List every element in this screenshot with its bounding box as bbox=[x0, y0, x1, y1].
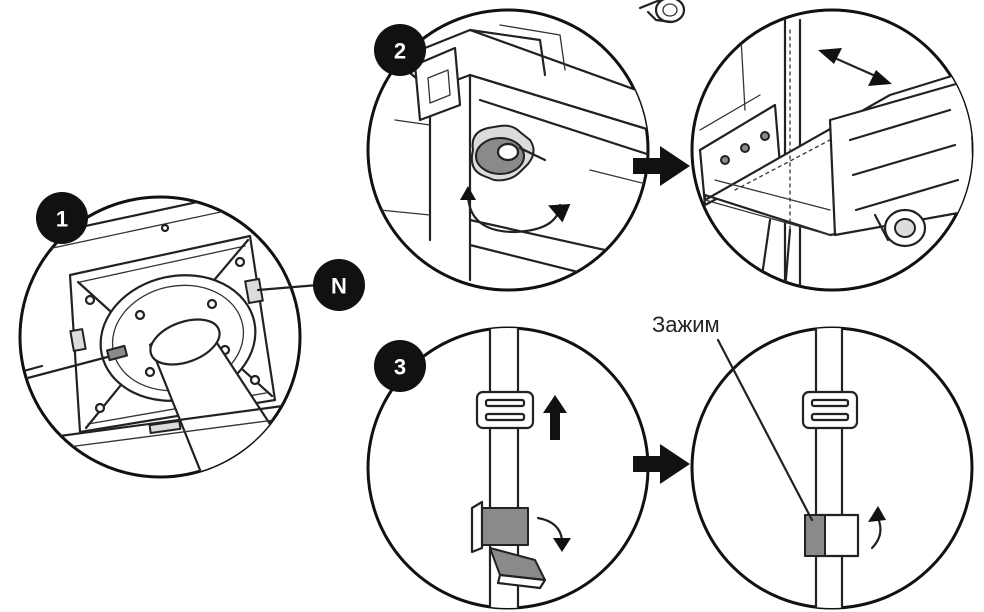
strap-buckle-closed bbox=[801, 390, 859, 430]
clamp-callout-line bbox=[716, 338, 814, 522]
clamp-label: Зажим bbox=[652, 312, 720, 337]
step-1-badge: 1 bbox=[36, 192, 88, 244]
rotate-down-arrow bbox=[536, 516, 571, 552]
caster-fragment bbox=[638, 0, 686, 24]
panel-3-strap-open: 3 bbox=[366, 326, 650, 610]
strap-clamp-open bbox=[470, 500, 547, 590]
slide-direction-arrow bbox=[818, 48, 892, 86]
svg-text:2: 2 bbox=[394, 39, 406, 64]
panel-1-base-plate: 1 N bbox=[18, 192, 365, 479]
part-n-badge: N bbox=[313, 259, 365, 311]
pull-up-arrow bbox=[543, 395, 567, 440]
step-3-badge: 3 bbox=[374, 340, 426, 392]
callout-line-n bbox=[256, 283, 320, 292]
rotate-up-arrow bbox=[868, 506, 886, 550]
panel-2-tray bbox=[690, 8, 974, 292]
adjustment-knob bbox=[470, 124, 547, 182]
strap-clamp-closed bbox=[804, 513, 860, 558]
step-3-transition-arrow bbox=[633, 444, 690, 484]
svg-text:3: 3 bbox=[394, 355, 406, 380]
panel-2-knob: 2 bbox=[366, 8, 650, 292]
step-2-badge: 2 bbox=[374, 24, 426, 76]
svg-text:N: N bbox=[331, 274, 347, 299]
strap-buckle bbox=[475, 390, 535, 430]
svg-text:1: 1 bbox=[56, 207, 68, 232]
step-2-transition-arrow bbox=[633, 146, 690, 186]
panel-3-strap-clamped bbox=[690, 326, 974, 610]
